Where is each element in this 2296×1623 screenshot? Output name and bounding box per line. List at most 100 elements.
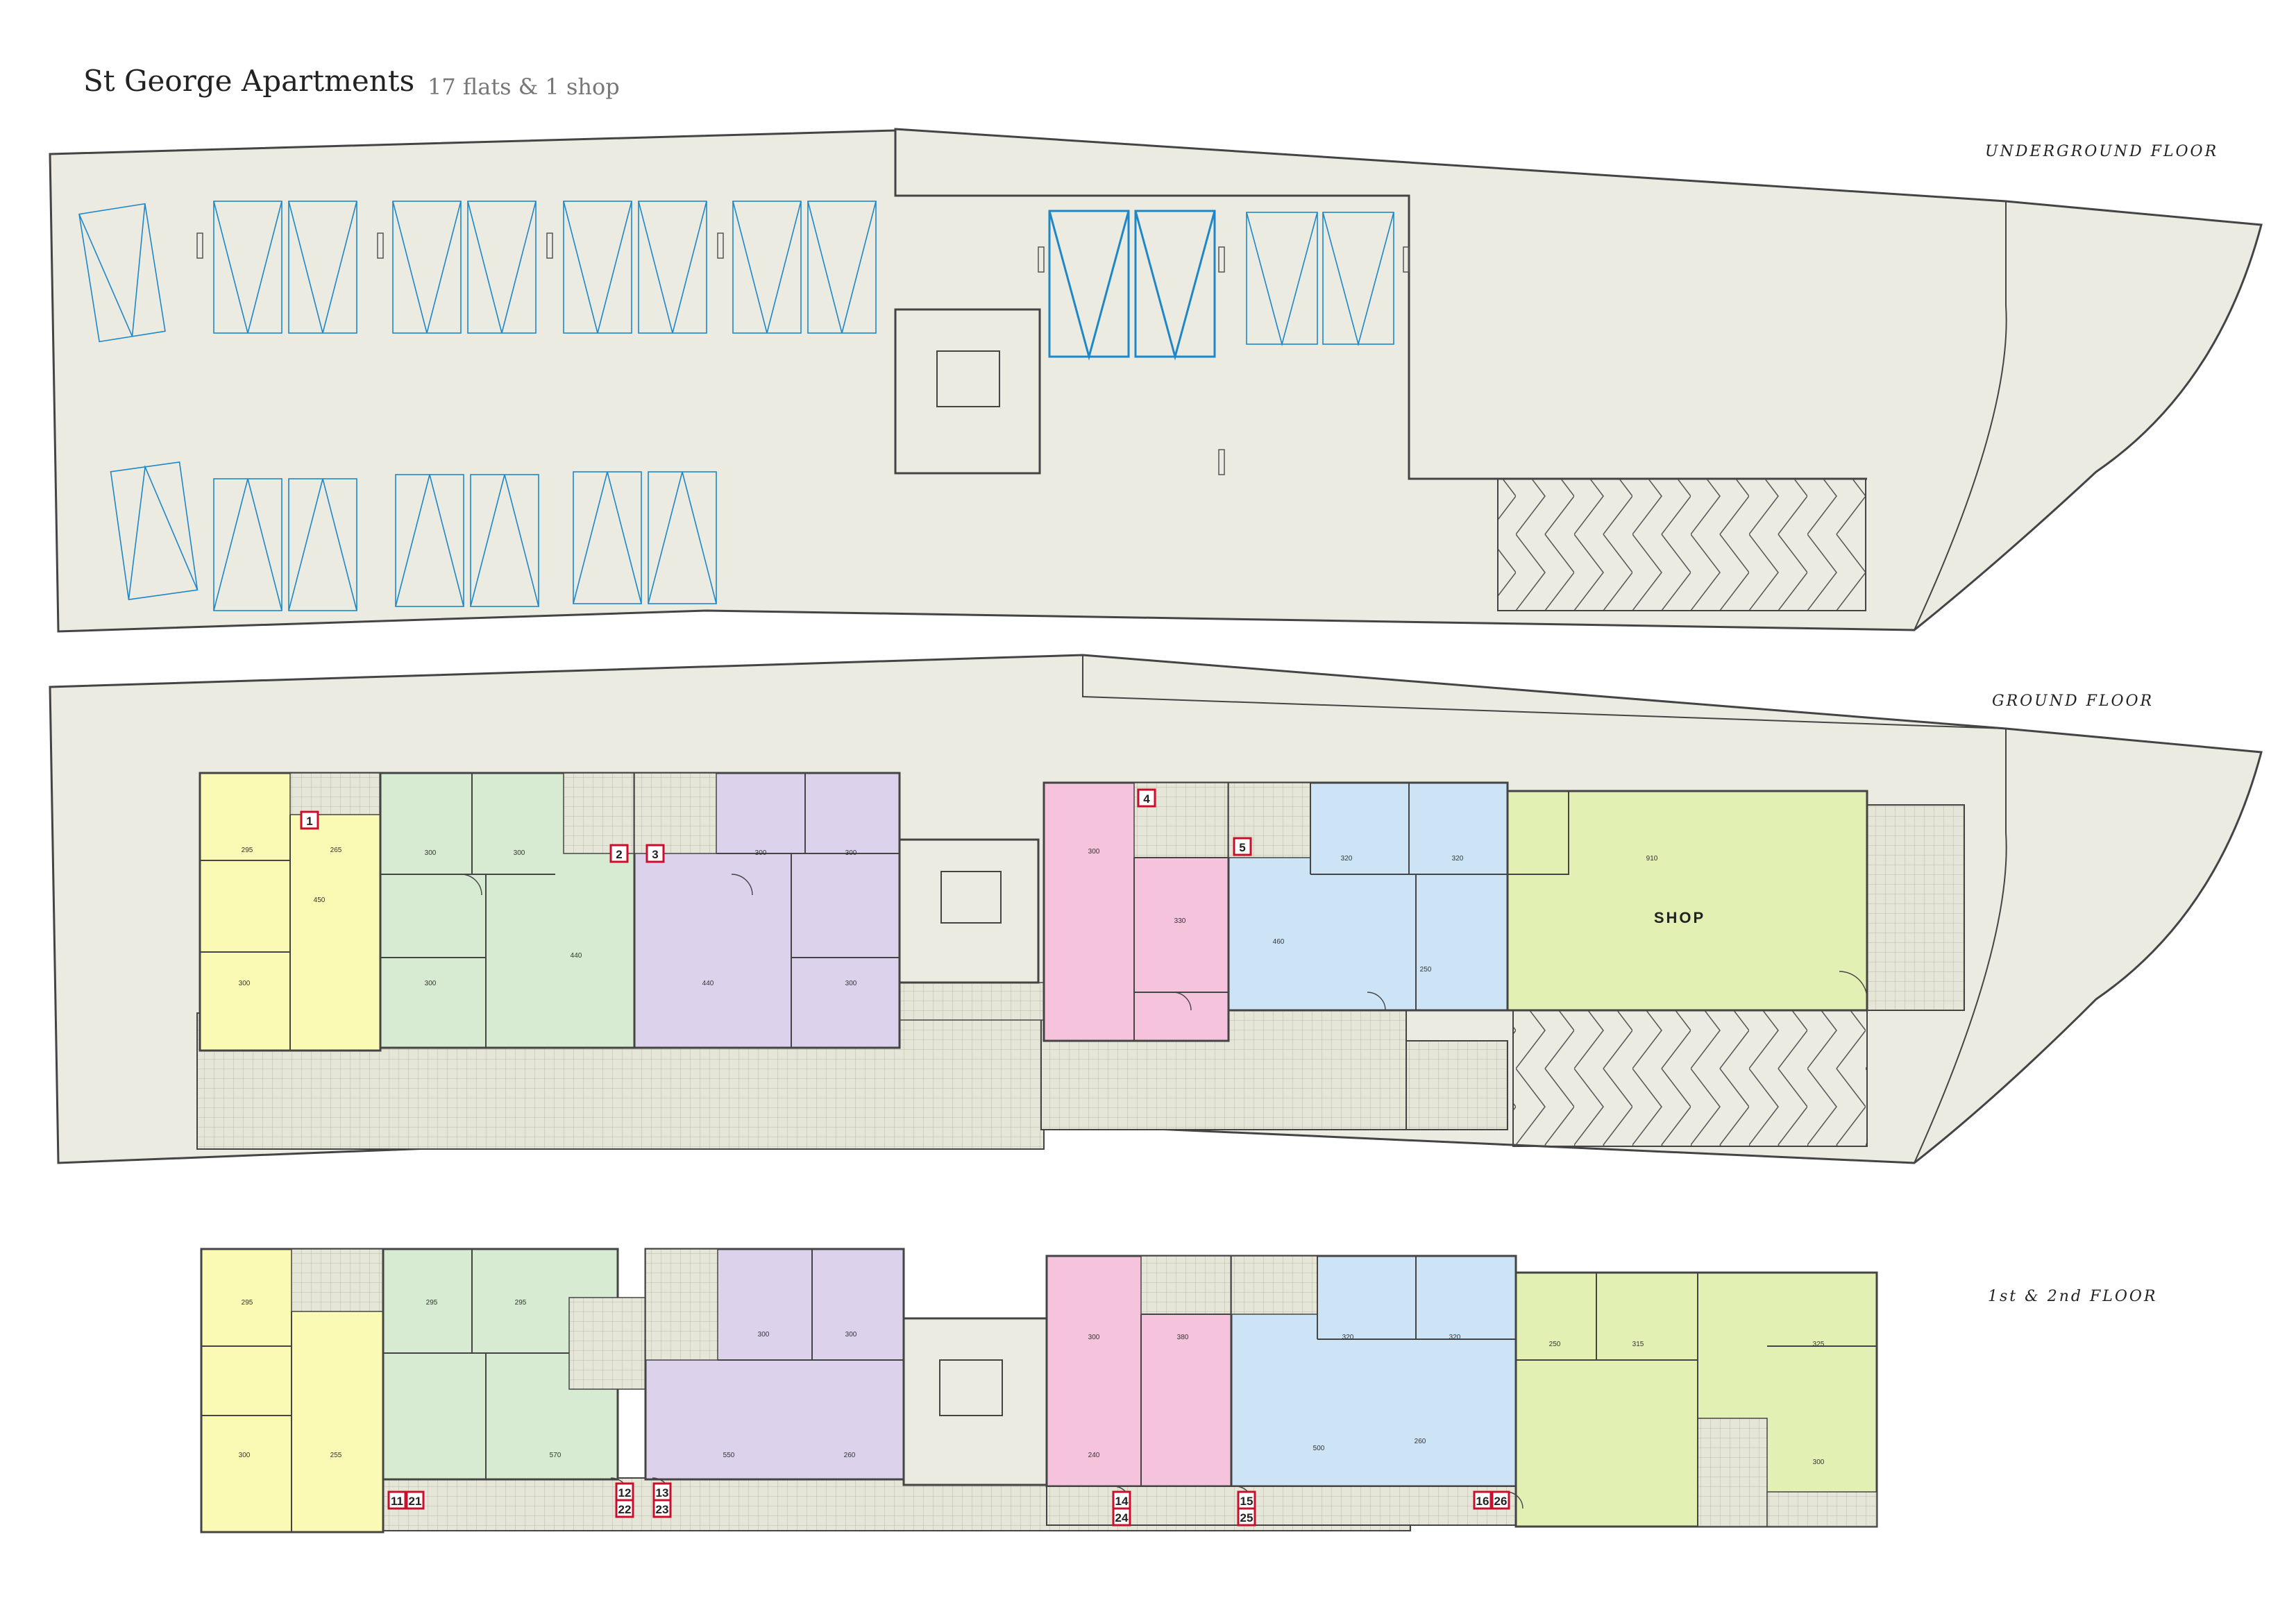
svg-text:15: 15 — [1240, 1495, 1253, 1508]
ground-terrace — [1866, 804, 1965, 1011]
parking-bay — [392, 201, 462, 334]
underground-floor-plan — [49, 128, 2263, 633]
ground-doors — [460, 874, 1868, 1011]
underground-site-outline — [49, 128, 2263, 633]
ground-internal-walls — [200, 773, 1569, 1051]
upper-courtyard — [291, 1248, 384, 1312]
parking-bay — [573, 471, 642, 604]
parking-bay — [1048, 210, 1130, 361]
page-title: St George Apartments — [83, 64, 415, 98]
underground-floor-label: UNDERGROUND FLOOR — [1985, 143, 2219, 160]
svg-text:300: 300 — [239, 1452, 251, 1459]
svg-text:300: 300 — [755, 849, 767, 857]
svg-text:570: 570 — [550, 1452, 562, 1459]
svg-text:24: 24 — [1115, 1511, 1129, 1524]
svg-text:500: 500 — [1313, 1445, 1325, 1452]
svg-text:14: 14 — [1115, 1495, 1129, 1508]
underground-parking-top — [78, 201, 1394, 361]
svg-text:4: 4 — [1143, 792, 1150, 806]
svg-text:460: 460 — [1273, 938, 1285, 946]
svg-text:250: 250 — [1420, 966, 1432, 974]
svg-text:13: 13 — [656, 1486, 669, 1499]
svg-text:300: 300 — [1813, 1459, 1825, 1466]
underground-stair-core — [894, 308, 1041, 475]
parking-bay — [470, 474, 539, 607]
svg-text:300: 300 — [425, 980, 437, 987]
svg-text:11: 11 — [391, 1495, 403, 1508]
upper-flat-lime — [1514, 1271, 1878, 1528]
svg-text:300: 300 — [845, 849, 857, 857]
svg-text:260: 260 — [844, 1452, 856, 1459]
svg-text:300: 300 — [1088, 848, 1100, 856]
ground-markers: 1 2 3 4 5 — [300, 788, 1252, 863]
svg-text:380: 380 — [1177, 1334, 1189, 1341]
parking-bay — [288, 478, 357, 611]
svg-text:3: 3 — [652, 848, 658, 861]
upper-terrace — [1766, 1491, 1877, 1527]
upper-floor-label: 1st & 2nd FLOOR — [1988, 1288, 2158, 1305]
flat-marker: 3 — [645, 844, 665, 863]
ground-stair-core — [898, 838, 1040, 984]
svg-text:320: 320 — [1449, 1334, 1461, 1341]
svg-text:320: 320 — [1341, 855, 1353, 863]
svg-text:330: 330 — [1174, 917, 1186, 925]
svg-text:300: 300 — [239, 980, 251, 987]
parking-bay — [1134, 210, 1216, 361]
svg-text:295: 295 — [515, 1299, 527, 1307]
svg-text:1: 1 — [306, 815, 312, 828]
parking-bay — [563, 201, 632, 334]
parking-bay — [467, 201, 537, 334]
flat-marker: 5 — [1233, 837, 1252, 856]
svg-text:440: 440 — [571, 952, 582, 960]
parking-bay — [288, 201, 357, 334]
upper-stair-core — [902, 1317, 1048, 1486]
svg-text:315: 315 — [1632, 1341, 1644, 1348]
svg-text:300: 300 — [845, 1331, 857, 1339]
svg-text:300: 300 — [1088, 1334, 1100, 1341]
svg-text:300: 300 — [514, 849, 525, 857]
svg-text:320: 320 — [1342, 1334, 1354, 1341]
parking-bay — [395, 474, 464, 607]
parking-bay — [110, 461, 199, 600]
svg-text:12: 12 — [618, 1486, 632, 1499]
parking-bay — [213, 201, 282, 334]
svg-text:22: 22 — [618, 1503, 632, 1516]
svg-text:450: 450 — [314, 897, 326, 904]
ground-shop — [1506, 790, 1868, 1012]
ground-ramp — [1512, 1010, 1868, 1147]
ground-terrace — [1406, 1040, 1508, 1130]
page-subtitle: 17 flats & 1 shop — [428, 74, 620, 100]
svg-text:295: 295 — [426, 1299, 438, 1307]
parking-bay — [78, 203, 166, 343]
svg-text:300: 300 — [758, 1331, 770, 1339]
parking-bay — [807, 201, 877, 334]
svg-text:16: 16 — [1476, 1495, 1489, 1508]
ground-courtyard — [563, 772, 635, 854]
parking-bay — [213, 478, 282, 611]
svg-text:260: 260 — [1415, 1438, 1426, 1445]
flat-marker: 2 — [609, 844, 629, 863]
upper-courtyard — [1140, 1255, 1232, 1315]
svg-text:910: 910 — [1646, 855, 1658, 863]
ground-floor-label: GROUND FLOOR — [1992, 692, 2154, 710]
svg-text:300: 300 — [845, 980, 857, 987]
ground-terrace — [893, 982, 1045, 1021]
svg-text:295: 295 — [242, 1299, 253, 1307]
underground-ramp — [1497, 478, 1866, 611]
ground-courtyard — [289, 772, 381, 815]
upper-courtyard — [1231, 1255, 1318, 1315]
upper-courtyard — [645, 1248, 718, 1361]
ground-courtyard — [634, 772, 717, 854]
svg-text:550: 550 — [723, 1452, 735, 1459]
